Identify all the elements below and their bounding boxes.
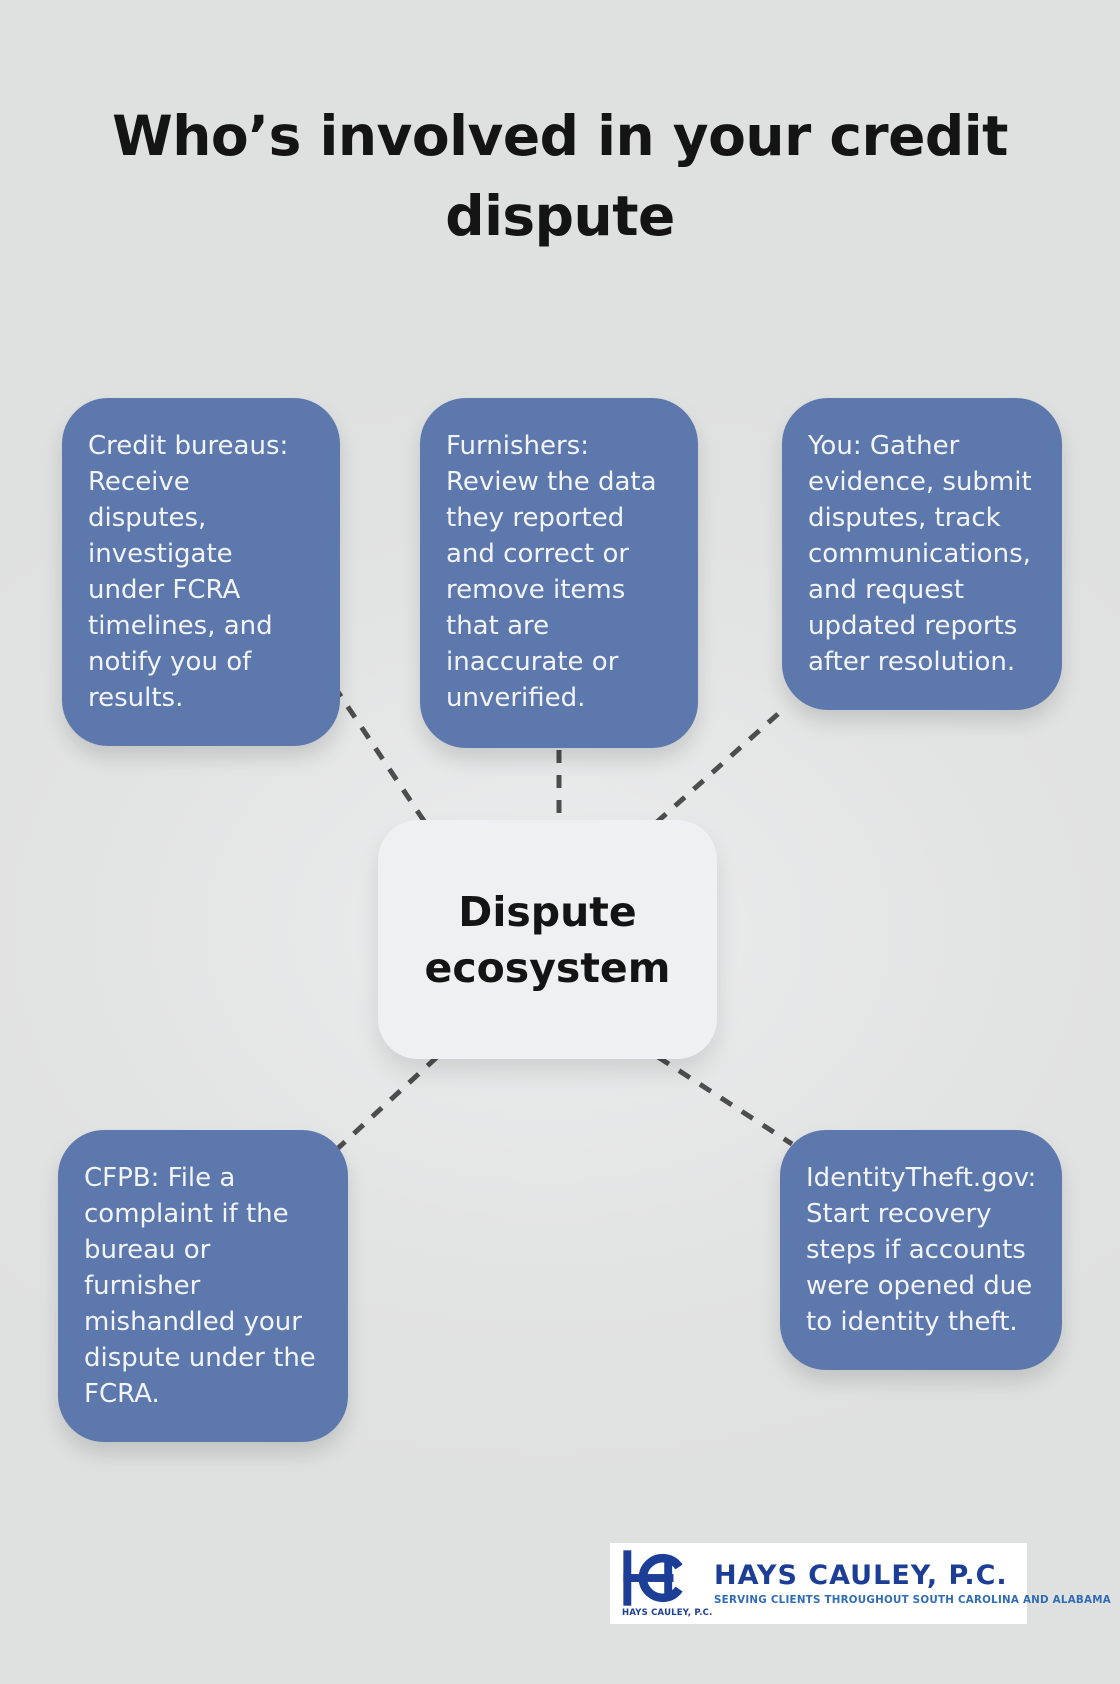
connector-cfpb xyxy=(334,1055,439,1152)
node-you-text: You: Gather evidence, submit disputes, t… xyxy=(808,431,1032,677)
node-credit-bureaus: Credit bureaus: Receive disputes, invest… xyxy=(62,398,340,746)
node-you: You: Gather evidence, submit disputes, t… xyxy=(782,398,1062,710)
node-identitytheft-gov: IdentityTheft.gov: Start recovery steps … xyxy=(780,1130,1062,1370)
node-credit-bureaus-text: Credit bureaus: Receive disputes, invest… xyxy=(88,431,289,713)
connector-identitytheft xyxy=(656,1054,794,1147)
logo-tagline: SERVING CLIENTS THROUGHOUT SOUTH CAROLIN… xyxy=(714,1594,1111,1606)
center-node-dispute-ecosystem: Dispute ecosystem xyxy=(378,820,717,1059)
logo-monogram-caption: HAYS CAULEY, P.C. xyxy=(622,1608,713,1618)
node-cfpb: CFPB: File a complaint if the bureau or … xyxy=(58,1130,348,1442)
node-cfpb-text: CFPB: File a complaint if the bureau or … xyxy=(84,1163,316,1409)
logo-text: HAYS CAULEY, P.C. SERVING CLIENTS THROUG… xyxy=(714,1560,1111,1607)
node-identitytheft-gov-text: IdentityTheft.gov: Start recovery steps … xyxy=(806,1163,1037,1337)
connector-you xyxy=(646,712,780,832)
hc-monogram-icon xyxy=(623,1550,683,1606)
center-node-label: Dispute ecosystem xyxy=(424,887,671,992)
node-furnishers: Furnishers: Review the data they reporte… xyxy=(420,398,698,748)
page-title: Who’s involved in your credit dispute xyxy=(112,104,1008,248)
logo-company-name: HAYS CAULEY, P.C. xyxy=(714,1560,1008,1591)
company-logo: HAYS CAULEY, P.C. HAYS CAULEY, P.C. SERV… xyxy=(610,1543,1111,1624)
node-furnishers-text: Furnishers: Review the data they reporte… xyxy=(446,431,657,713)
logo-mark: HAYS CAULEY, P.C. xyxy=(622,1549,712,1618)
